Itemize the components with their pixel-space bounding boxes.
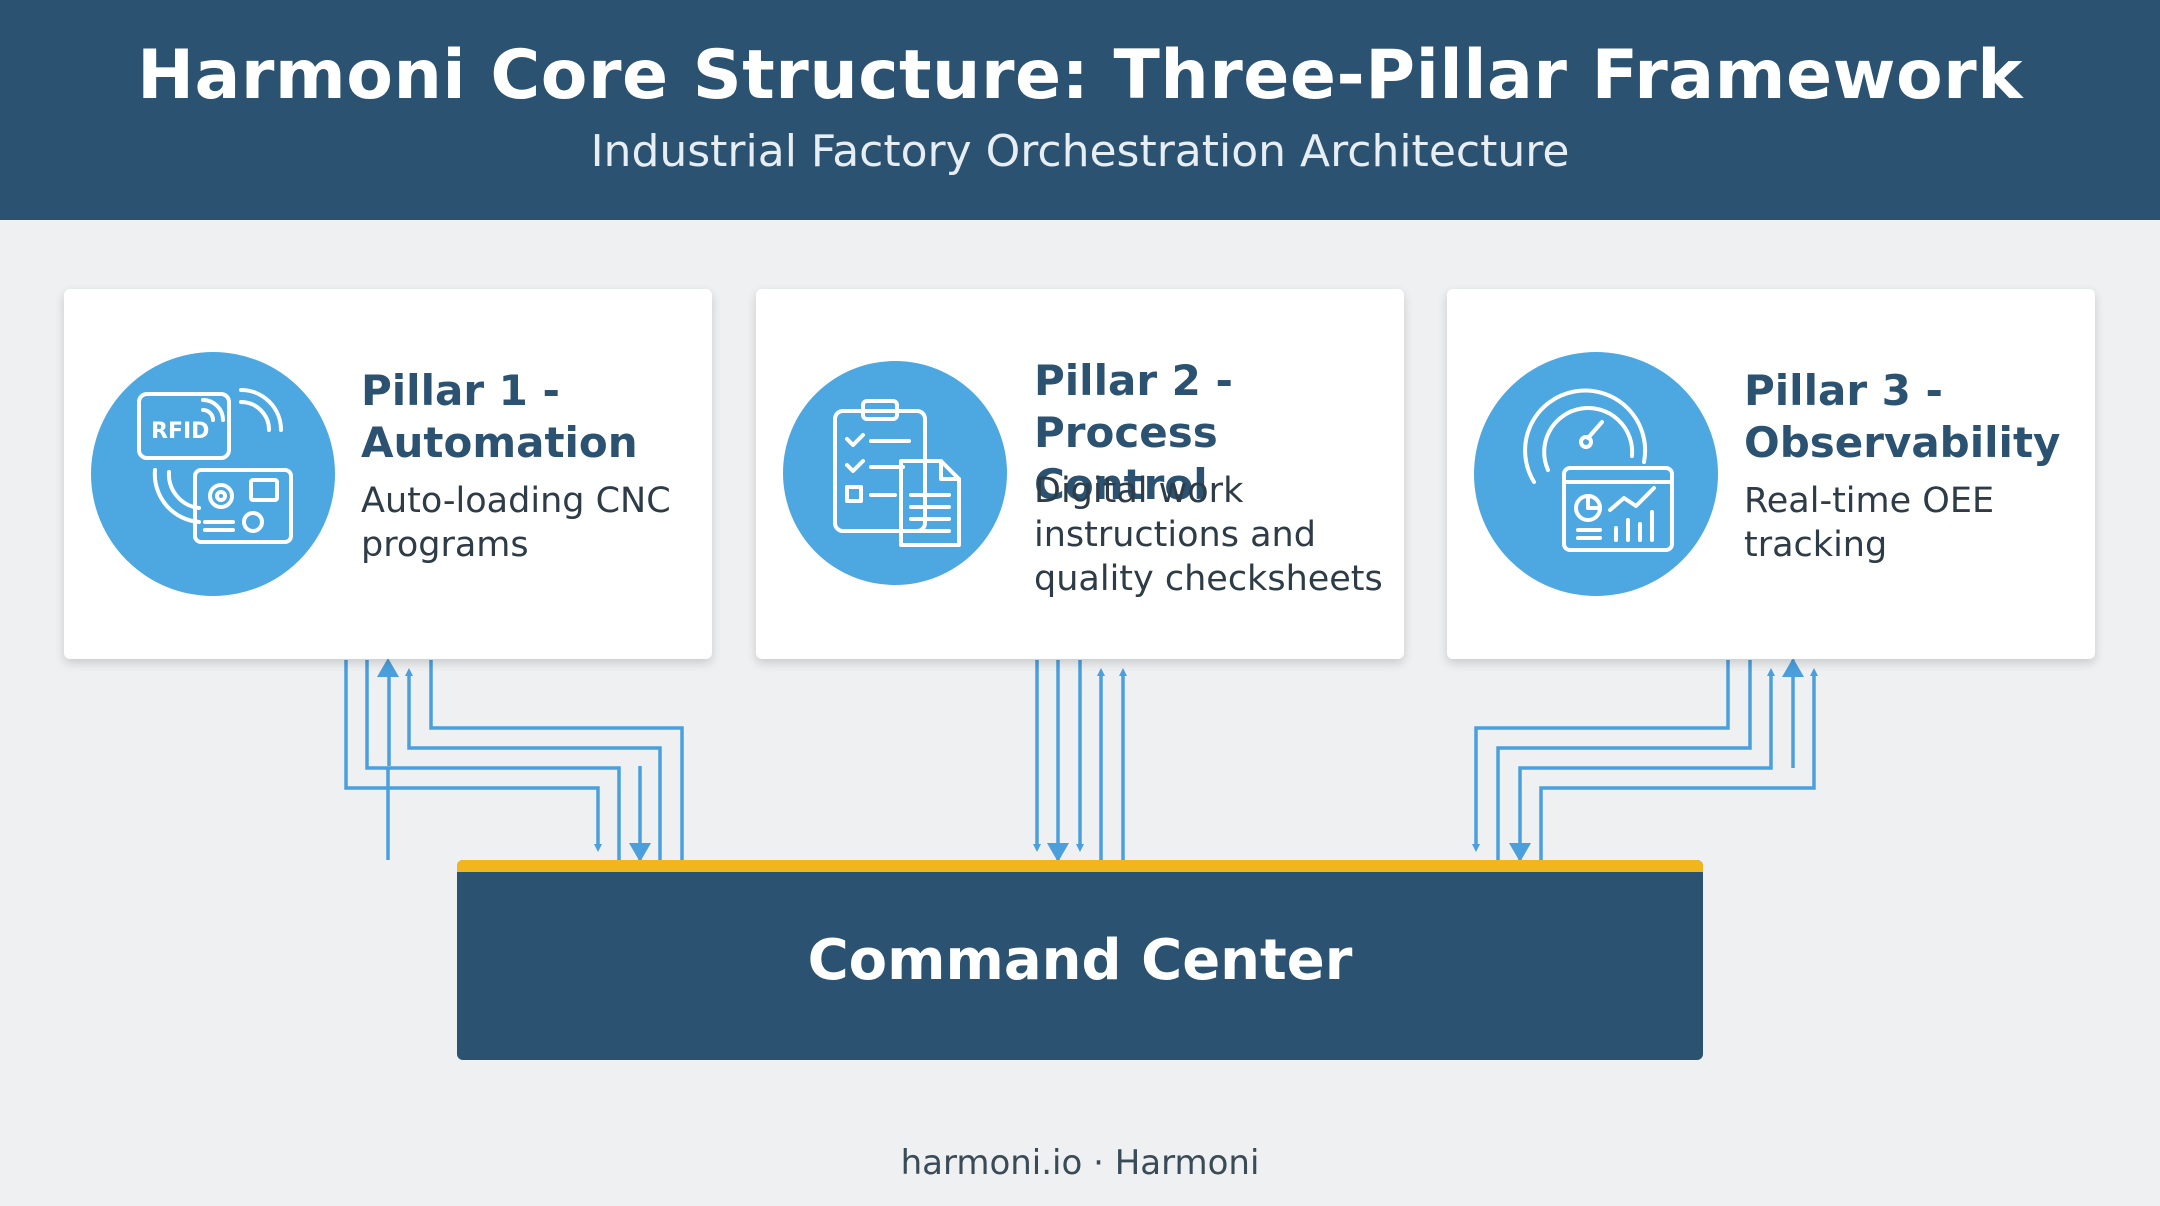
command-center-stripe [457,860,1703,872]
pillar-title: Pillar 2 - Process Control [1034,356,1233,509]
connector-line [1518,668,1775,860]
arrow-head [1509,843,1531,862]
command-center-label: Command Center [807,928,1353,993]
arrow-head [629,843,651,862]
header-banner: Harmoni Core Structure: Three-Pillar Fra… [0,0,2160,220]
connector-line [344,660,602,852]
gauge-dashboard-icon [1474,352,1718,596]
pillar-card-automation: RFID Pillar 1 - Automation Auto-loading … [64,289,712,659]
connector-line [1539,668,1818,860]
footer-credit: harmoni.io · Harmoni [900,1143,1260,1183]
pillar-title: Pillar 1 - Automation [361,366,638,467]
rfid-gear-icon: RFID [91,352,335,596]
pillar-title: Pillar 3 - Observability [1744,366,2061,467]
arrow-head [1782,658,1804,677]
pillar-1-connectors [344,660,684,860]
connector-line [365,660,621,860]
connector-line [405,668,662,860]
pillar-description: Real-time OEE tracking [1744,481,1995,565]
arrow-head [1047,843,1069,862]
pillar-3-connectors [1472,660,1818,860]
connector-line [1472,660,1730,852]
page-subtitle: Industrial Factory Orchestration Archite… [590,126,1570,177]
rfid-label: RFID [151,419,209,444]
connector-line [1496,660,1752,860]
pillar-card-process-control: Pillar 2 - Process Control Digital work … [756,289,1404,659]
connector-line [429,660,684,860]
pillar-description: Digital work instructions and quality ch… [1034,471,1383,599]
pillar-2-connectors [1033,660,1127,860]
page-title: Harmoni Core Structure: Three-Pillar Fra… [137,36,2023,115]
command-center-block: Command Center [457,860,1703,1060]
arrow-head [377,658,399,677]
pillar-description: Auto-loading CNC programs [361,481,671,565]
clipboard-document-icon [783,361,1007,585]
pillar-card-observability: Pillar 3 - Observability Real-time OEE t… [1447,289,2095,659]
